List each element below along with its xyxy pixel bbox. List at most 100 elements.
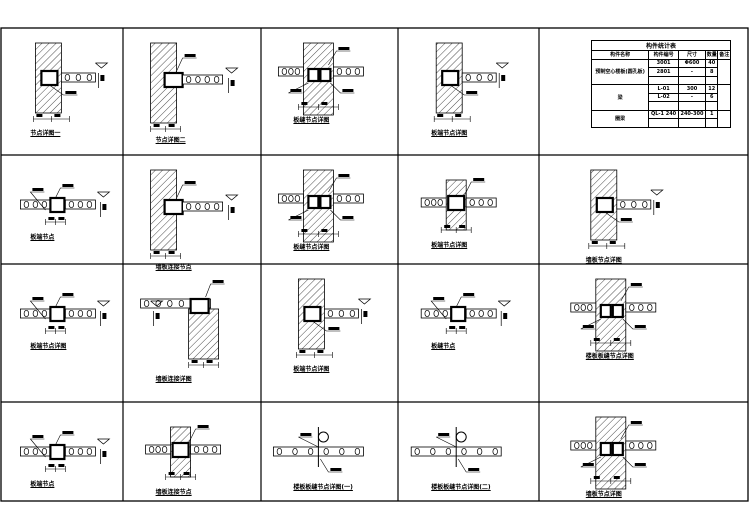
hollow-slab (277, 66, 304, 77)
slab-hole (288, 194, 294, 203)
slab-hole (478, 309, 484, 318)
dim-text (153, 251, 160, 254)
leader-line (29, 300, 46, 320)
detail-title: 墙板连接详图 (155, 376, 192, 383)
label-text (438, 433, 450, 436)
dim-text (58, 464, 65, 467)
table-cell (648, 75, 679, 85)
dim-text (437, 114, 444, 117)
label-text (184, 181, 196, 184)
hollow-slab (570, 302, 597, 313)
leader-line (205, 283, 225, 298)
table-header: 尺寸 (677, 50, 707, 60)
slab-hole (629, 441, 635, 450)
slab-hole (465, 73, 471, 82)
dim-text (58, 217, 65, 220)
slab-hole (161, 445, 168, 454)
slab-hole (41, 200, 48, 209)
slab-hole (574, 303, 580, 312)
slab-hole (288, 67, 294, 76)
level-mark (150, 300, 164, 307)
slab-hole (647, 303, 653, 312)
label-text (342, 89, 354, 92)
ring-beam (611, 441, 624, 457)
leader-line (312, 320, 341, 332)
table-cell: 240-300 (677, 109, 707, 119)
hollow-slab (465, 197, 497, 208)
leader-line (463, 181, 486, 197)
table-cell (704, 118, 719, 128)
dim-text (230, 80, 235, 86)
ring-beam (599, 441, 612, 457)
slab-hole (155, 445, 161, 454)
slab-hole (354, 194, 361, 203)
dim-text (36, 114, 43, 117)
label-text (65, 91, 77, 94)
slab-hole (202, 445, 209, 454)
dim-text (301, 102, 308, 105)
slab-hole (41, 447, 48, 456)
slab-hole (345, 194, 352, 203)
dim-text (459, 225, 466, 228)
dim-text (503, 313, 508, 319)
table-cell (717, 58, 731, 85)
slab-hole (307, 447, 314, 456)
ring-beam (319, 67, 332, 83)
slab-hole (148, 445, 155, 454)
slab-hole (292, 447, 298, 456)
dim-text (363, 311, 368, 317)
dim-text (593, 338, 600, 341)
dim-text (317, 350, 324, 353)
slab-hole (77, 447, 84, 456)
hollow-slab (277, 193, 304, 204)
label-text (582, 463, 594, 466)
ring-beam (611, 303, 624, 319)
label-text (473, 178, 485, 181)
table-cell: Φ600 (677, 58, 707, 68)
leader-line (298, 436, 319, 448)
leader-line (620, 286, 643, 302)
slab-hole (75, 73, 82, 82)
dim-text (48, 326, 55, 329)
slab-hole (213, 75, 220, 84)
slab-hole (23, 309, 30, 318)
label-text (342, 216, 354, 219)
label-text (32, 297, 44, 300)
leader-line (29, 438, 46, 458)
detail-title: 墙板连接节点 (155, 489, 192, 496)
level-mark (497, 300, 512, 307)
dim-text (301, 229, 308, 232)
slab-hole (327, 309, 334, 318)
ring-beam (40, 69, 59, 87)
label-text (620, 218, 632, 221)
group-name: 预制空心楼板(圆孔板) (590, 58, 650, 85)
label-text (62, 431, 74, 434)
ring-beam (595, 196, 614, 214)
leader-line (580, 456, 601, 468)
hollow-slab (625, 440, 657, 451)
slab-hole (178, 299, 185, 308)
dim-text (48, 464, 55, 467)
table-cell: 6 (704, 92, 719, 102)
table-cell (704, 101, 719, 111)
slab-hole (213, 202, 220, 211)
ring-beam (49, 196, 66, 214)
slab-hole (580, 441, 586, 450)
ring-beam (163, 198, 184, 216)
slab-hole (294, 194, 301, 203)
ring-beam (307, 194, 320, 210)
level-mark (650, 189, 664, 196)
slab-hole (281, 194, 288, 203)
hollow-slab (332, 193, 364, 204)
leader-line (430, 300, 447, 320)
slab-hole (336, 194, 343, 203)
label-text (634, 463, 646, 466)
leader-line (188, 428, 210, 444)
ring-beam (441, 69, 460, 87)
dim-text (501, 75, 506, 81)
detail-title: 楼板板缝节点详图(一) (293, 484, 353, 491)
dim-text (591, 241, 598, 244)
hollow-slab (461, 72, 497, 83)
slab-hole (638, 441, 644, 450)
